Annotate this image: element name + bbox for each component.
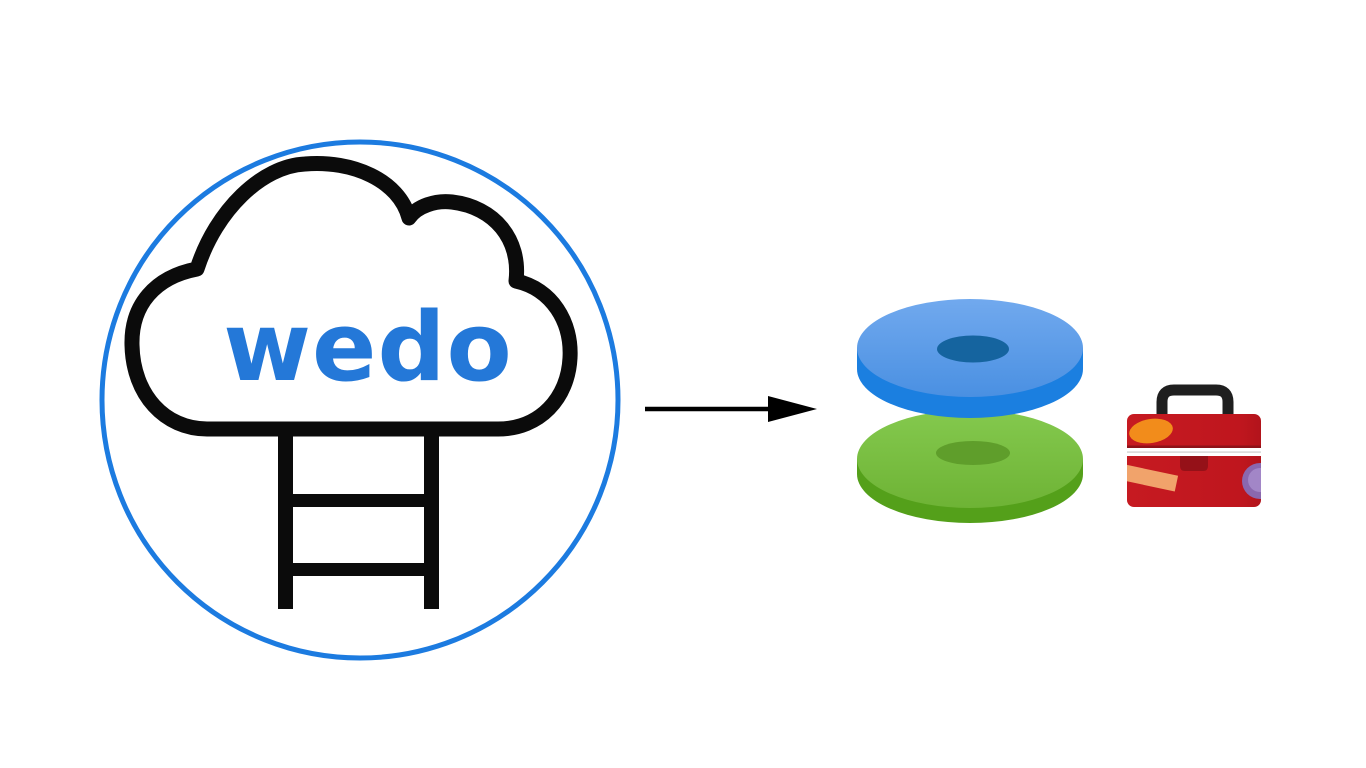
purple-dot-center [1248,468,1261,492]
arrow-head [768,396,817,422]
green-disc [857,410,1083,523]
toolbox-seam [1127,445,1261,448]
arrow-right-icon [645,396,817,422]
cloud-icon [124,156,578,437]
toolbox-handle [1156,384,1234,420]
peach-rect-sticker [1127,464,1179,492]
toolbox-latch [1180,456,1208,471]
wedo-logo: wedo [99,139,621,661]
logo-ring [99,139,621,661]
blue-disc-hole [937,335,1009,363]
green-disc-hole [936,441,1010,465]
toolbox-icon [1127,384,1261,507]
logo-text: wedo [223,293,512,403]
disc-stack-icon [857,299,1083,523]
toolbox-body [1127,414,1261,507]
orange-oval-sticker [1129,418,1173,444]
ladder-icon [278,428,439,609]
toolbox-stripe-line [1127,451,1261,453]
blue-disc [857,299,1083,418]
